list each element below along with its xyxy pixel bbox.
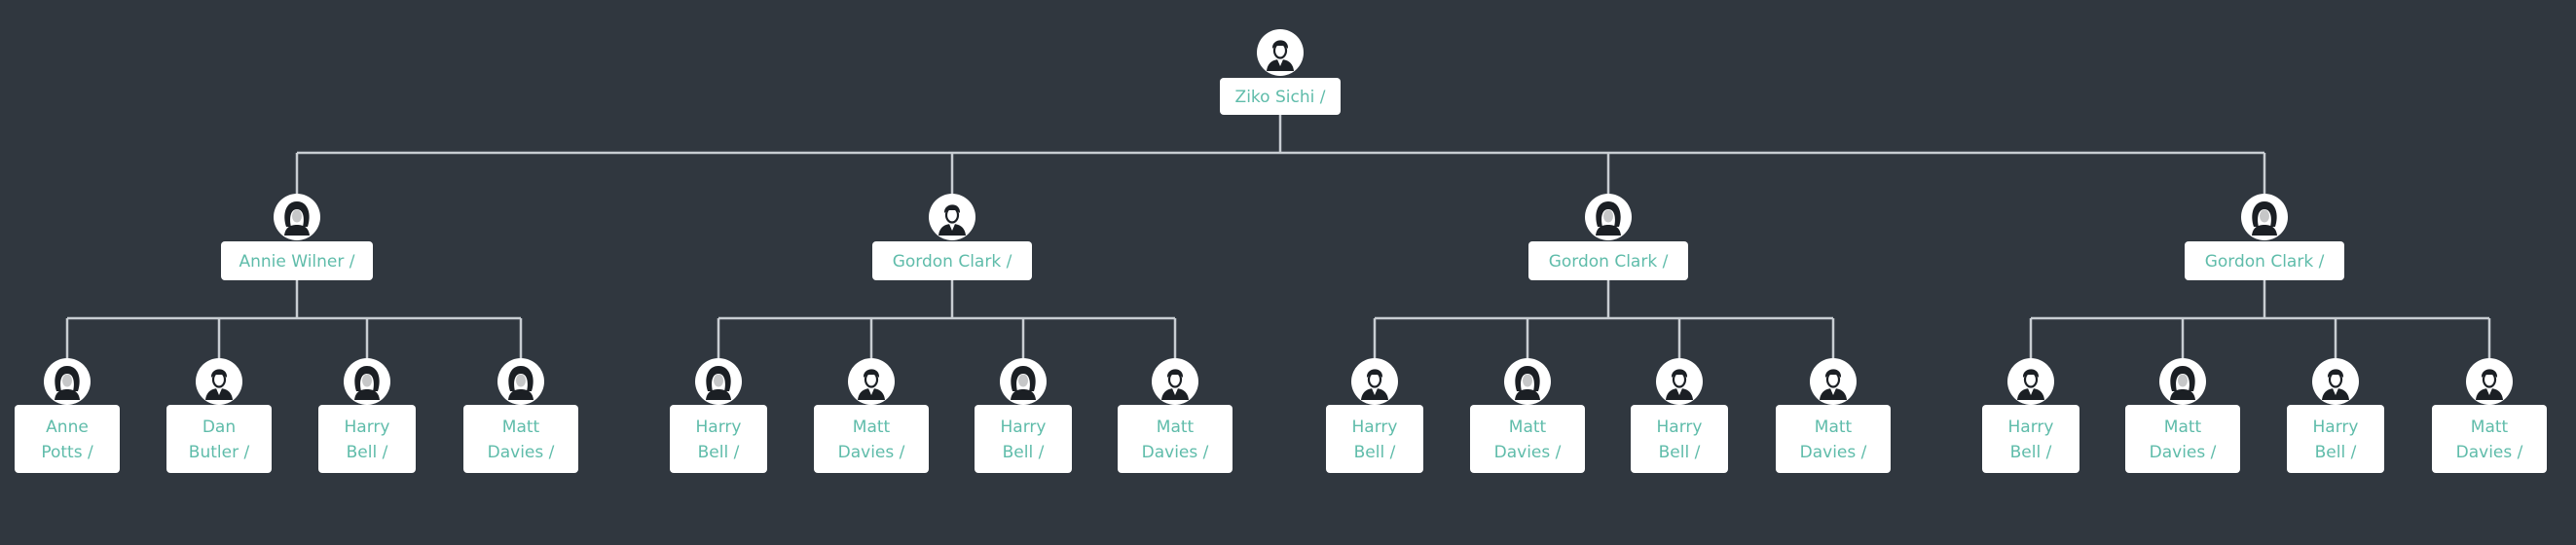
person-male-icon [196, 358, 242, 405]
person-female-icon [497, 358, 544, 405]
person-female-icon [44, 358, 91, 405]
node-card[interactable] [1470, 405, 1585, 473]
person-female-icon [1000, 358, 1047, 405]
node-card[interactable] [1631, 405, 1728, 473]
person-male-icon [1351, 358, 1398, 405]
node-card[interactable] [318, 405, 416, 473]
person-female-icon [1585, 194, 1632, 240]
person-male-icon [1257, 29, 1304, 76]
node-card[interactable] [1118, 405, 1233, 473]
node-card[interactable] [221, 241, 373, 280]
node-card[interactable] [15, 405, 120, 473]
person-male-icon [1152, 358, 1198, 405]
node-card[interactable] [2432, 405, 2547, 473]
person-male-icon [2007, 358, 2054, 405]
node-manager-3[interactable]: Gordon Clark / [1528, 241, 1688, 280]
node-label: Gordon Clark / [1549, 252, 1669, 272]
person-male-icon [929, 194, 975, 240]
node-root[interactable]: Ziko Sichi / [1220, 78, 1341, 115]
node-label: Gordon Clark / [2205, 252, 2325, 272]
node-card[interactable] [463, 405, 578, 473]
person-female-icon [1504, 358, 1551, 405]
node-label: Ziko Sichi / [1235, 88, 1326, 107]
node-label: Gordon Clark / [893, 252, 1012, 272]
person-female-icon [2159, 358, 2206, 405]
person-female-icon [274, 194, 320, 240]
node-card[interactable] [1220, 78, 1341, 115]
person-female-icon [695, 358, 742, 405]
person-male-icon [1656, 358, 1703, 405]
person-male-icon [1810, 358, 1857, 405]
node-card[interactable] [975, 405, 1072, 473]
node-card[interactable] [1528, 241, 1688, 280]
node-manager-4[interactable]: Gordon Clark / [2185, 241, 2344, 280]
node-card[interactable] [2125, 405, 2240, 473]
connector-lines [65, 115, 2491, 358]
node-card[interactable] [814, 405, 929, 473]
node-card[interactable] [1776, 405, 1891, 473]
person-male-icon [2466, 358, 2513, 405]
node-card[interactable] [670, 405, 767, 473]
node-card[interactable] [2185, 241, 2344, 280]
person-female-icon [2241, 194, 2288, 240]
node-card[interactable] [2287, 405, 2384, 473]
node-card[interactable] [1982, 405, 2079, 473]
node-card[interactable] [166, 405, 272, 473]
node-manager-2[interactable]: Gordon Clark / [872, 241, 1032, 280]
node-label: Annie Wilner / [239, 252, 355, 272]
person-female-icon [344, 358, 390, 405]
node-card[interactable] [1326, 405, 1423, 473]
node-manager-1[interactable]: Annie Wilner / [221, 241, 373, 280]
node-card[interactable] [872, 241, 1032, 280]
person-male-icon [2312, 358, 2359, 405]
person-male-icon [848, 358, 895, 405]
